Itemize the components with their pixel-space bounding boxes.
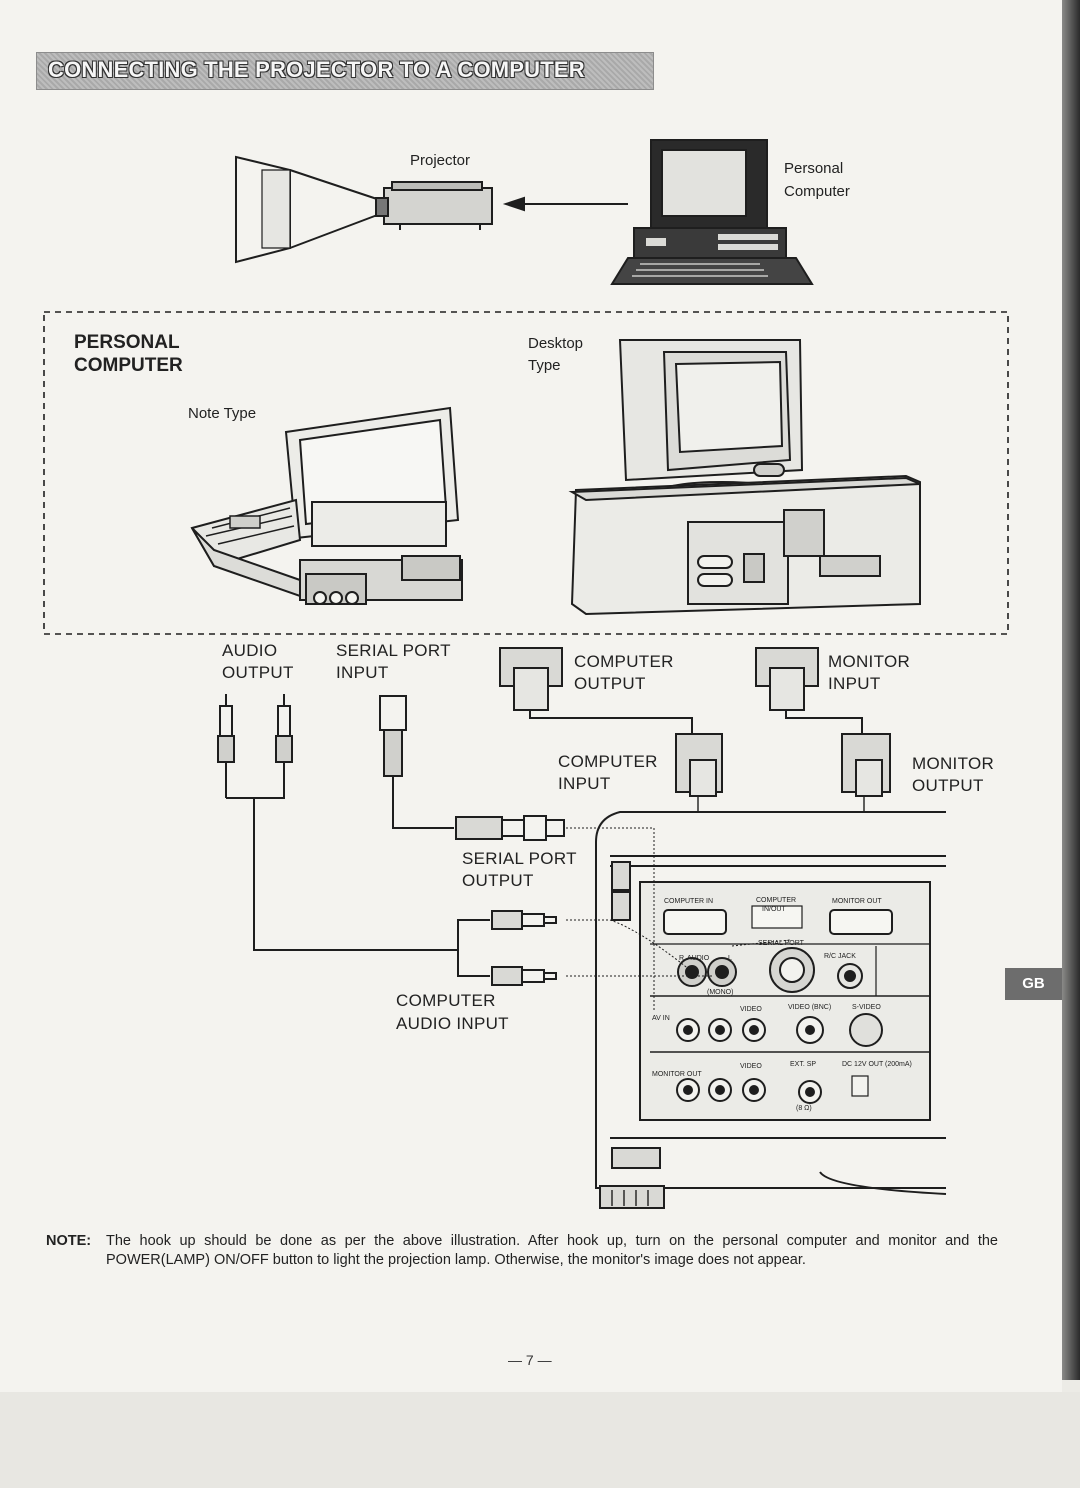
notebook-computer-illustration — [190, 406, 463, 605]
pc-box-heading-line1: PERSONAL — [74, 332, 180, 353]
monitor-output-label-line2: OUTPUT — [912, 776, 984, 795]
panel-label-mono: (MONO) — [707, 989, 733, 996]
projection-beam-illustration — [235, 155, 381, 264]
monitor-output-label-line1: MONITOR — [912, 754, 995, 773]
panel-label-serial-port: SERIAL PORT — [758, 940, 805, 947]
computer-audio-label-line2: AUDIO INPUT — [396, 1014, 509, 1033]
panel-label-monitor-out: MONITOR OUT — [832, 898, 882, 905]
projector-label: Projector — [410, 152, 471, 169]
panel-label-video: VIDEO — [740, 1006, 762, 1013]
computer-output-label-line2: OUTPUT — [574, 674, 646, 693]
panel-label-computer-inout-2: IN/OUT — [762, 906, 786, 913]
pc-box-heading-line2: COMPUTER — [74, 355, 183, 376]
note-type-label: Note Type — [188, 405, 257, 422]
panel-label-ext-sp: EXT. SP — [790, 1061, 816, 1068]
page-number: — 7 — — [508, 1352, 552, 1368]
page-title: CONNECTING THE PROJECTOR TO A COMPUTER — [48, 57, 585, 82]
page-edge-shadow — [1062, 0, 1080, 1380]
panel-label-ext-sp-ohm: (8 Ω) — [796, 1105, 812, 1112]
panel-label-audio-l: L — [728, 955, 732, 962]
audio-cable — [253, 798, 557, 986]
panel-label-dc-out: DC 12V OUT (200mA) — [842, 1061, 912, 1068]
personal-computer-illustration — [610, 139, 814, 285]
signal-arrow-icon — [502, 196, 628, 212]
desktop-label-line2: Type — [528, 357, 561, 374]
monitor-input-label-line1: MONITOR — [828, 652, 911, 671]
audio-output-plugs — [217, 694, 293, 799]
monitor-input-label-line2: INPUT — [828, 674, 881, 693]
signal-guide-lines — [566, 827, 791, 1010]
panel-label-audio: AUDIO — [687, 955, 710, 962]
panel-label-computer-inout-1: COMPUTER — [756, 897, 796, 904]
serial-output-label-line1: SERIAL PORT — [462, 849, 577, 868]
pc-label-line2: Computer — [784, 183, 850, 200]
desktop-label-line1: Desktop — [528, 335, 584, 352]
note-label: NOTE: — [46, 1233, 92, 1249]
panel-labels: COMPUTER IN COMPUTER IN/OUT MONITOR OUT … — [652, 897, 912, 1112]
panel-label-audio-r: R — [679, 955, 684, 962]
panel-label-rc-jack: R/C JACK — [824, 953, 856, 960]
panel-label-av-in: AV IN — [652, 1015, 670, 1022]
computer-output-connector — [499, 647, 723, 900]
note-text: The hook up should be done as per the ab… — [106, 1233, 998, 1268]
serial-input-label-line1: SERIAL PORT — [336, 641, 451, 660]
note-paragraph: NOTE: The hook up should be done as per … — [46, 1232, 998, 1268]
audio-output-label-line1: AUDIO — [222, 641, 278, 660]
page-bottom-margin — [0, 1392, 1080, 1488]
panel-label-monitor-out-side: MONITOR OUT — [652, 1071, 702, 1078]
pc-label-line1: Personal — [784, 160, 844, 177]
panel-label-s-video: S-VIDEO — [852, 1004, 881, 1011]
panel-label-video-bnc: VIDEO (BNC) — [788, 1004, 831, 1011]
serial-port-input-plug — [379, 695, 565, 841]
projector-rear-panel-illustration — [595, 811, 947, 1209]
desktop-computer-illustration — [568, 339, 921, 616]
computer-input-label-line1: COMPUTER — [558, 752, 658, 771]
audio-output-label-line2: OUTPUT — [222, 663, 294, 682]
computer-input-label-line2: INPUT — [558, 774, 611, 793]
connection-diagram: COMPUTER IN COMPUTER IN/OUT MONITOR OUT … — [43, 139, 1009, 1209]
monitor-input-connector — [755, 647, 891, 900]
panel-label-video-2: VIDEO — [740, 1063, 762, 1070]
panel-label-computer-in: COMPUTER IN — [664, 898, 713, 905]
computer-audio-label-line1: COMPUTER — [396, 991, 496, 1010]
language-tab-gb: GB — [1005, 968, 1062, 1000]
serial-output-label-line2: OUTPUT — [462, 871, 534, 890]
projector-illustration — [375, 181, 493, 230]
serial-input-label-line2: INPUT — [336, 663, 389, 682]
computer-output-label-line1: COMPUTER — [574, 652, 674, 671]
title-banner — [36, 52, 654, 90]
pc-types-box — [43, 311, 1009, 635]
